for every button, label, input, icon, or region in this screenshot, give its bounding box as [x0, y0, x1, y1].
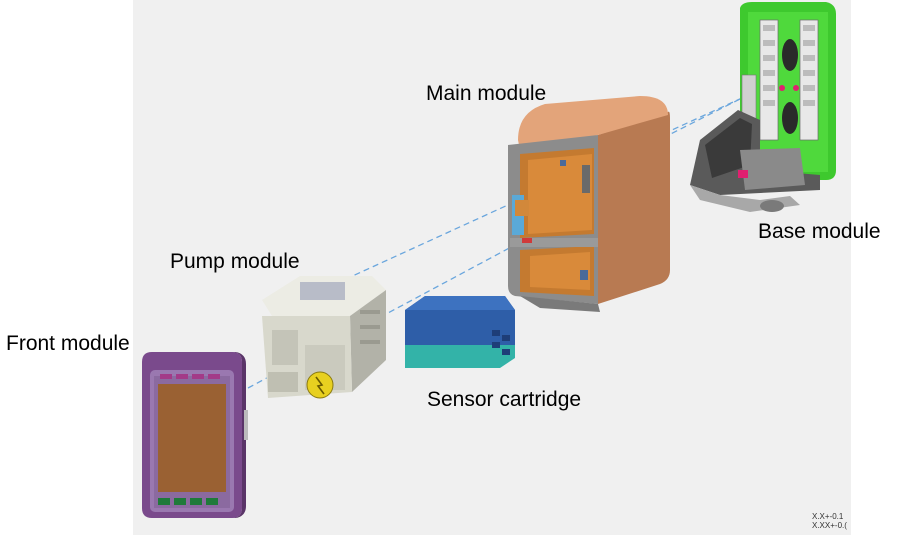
pump-module-part [262, 276, 386, 399]
label-sensor-cartridge: Sensor cartridge [427, 388, 582, 411]
label-base-module: Base module [758, 220, 881, 243]
tolerance-note: X.X+-0.1 X.XX+-0.( [812, 512, 847, 530]
base-module-part [690, 2, 836, 212]
main-module-part [508, 96, 670, 312]
front-module-part [142, 352, 248, 518]
sensor-cartridge-part [405, 296, 515, 368]
label-front-module: Front module [6, 332, 130, 355]
tolerance-line-2: X.XX+-0.( [812, 521, 847, 530]
tolerance-line-1: X.X+-0.1 [812, 512, 844, 521]
label-pump-module: Pump module [170, 250, 300, 273]
drawing-canvas [133, 0, 851, 535]
label-main-module: Main module [426, 82, 547, 105]
